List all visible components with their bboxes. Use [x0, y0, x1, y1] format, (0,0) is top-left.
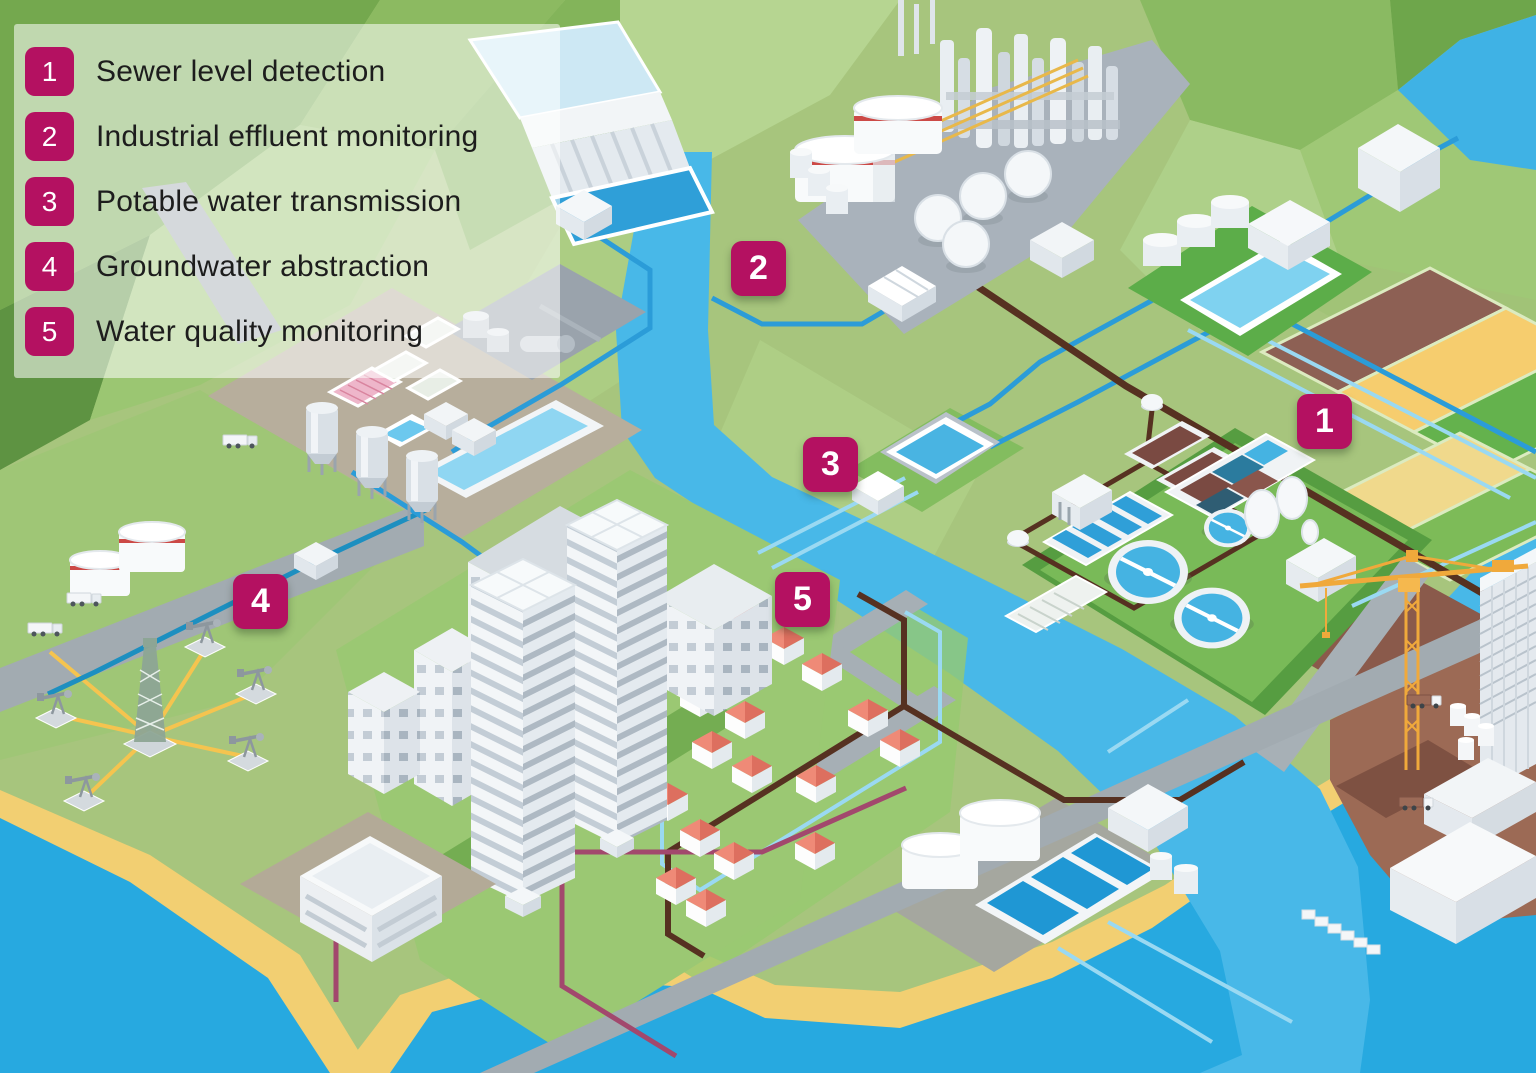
- legend-item-groundwater: 4 Groundwater abstraction: [14, 242, 560, 291]
- dump-truck: [1406, 694, 1442, 709]
- legend-label-1: Sewer level detection: [96, 54, 386, 88]
- skyscraper: [564, 498, 670, 845]
- manhole-dome: [1007, 530, 1029, 547]
- oil-tank: [118, 521, 186, 572]
- transmission-basin: [852, 412, 1000, 515]
- plant-building: [1248, 200, 1330, 270]
- tower-crane: [1299, 550, 1529, 770]
- pipe-junction-box: [294, 542, 338, 580]
- manhole-dome: [1141, 394, 1163, 411]
- legend-badge-1: 1: [25, 47, 74, 96]
- river: [616, 152, 1370, 1073]
- legend-label-2: Industrial effluent monitoring: [96, 119, 479, 153]
- transmission-sensor-station: [852, 471, 904, 515]
- raw-water-pipe: [46, 505, 432, 697]
- map-marker-2-industrial-effluent: 2: [731, 241, 786, 296]
- chemical-plant: [790, 0, 1190, 334]
- construction-site: [1299, 548, 1536, 955]
- legend-label-3: Potable water transmission: [96, 184, 462, 218]
- sea-bottom-left: [0, 818, 330, 1073]
- material-cylinders: [1450, 703, 1494, 760]
- oil-tank: [69, 550, 131, 596]
- chimney-stacks: [898, 0, 935, 56]
- drinking-water-plant: [1128, 195, 1372, 356]
- map-marker-1-sewer-level: 1: [1297, 394, 1352, 449]
- legend-item-industrial-effluent: 2 Industrial effluent monitoring: [14, 112, 560, 161]
- skyscraper: [468, 557, 578, 903]
- process-towers: [930, 28, 1120, 148]
- plant-outbuilding: [1030, 222, 1094, 278]
- clean-water-tanks: [1143, 195, 1249, 266]
- midrise-building: [348, 672, 420, 794]
- delivery-truck: [222, 434, 258, 449]
- map-marker-3-potable-water: 3: [803, 437, 858, 492]
- office-block-low: [656, 564, 772, 716]
- legend-badge-5: 5: [25, 307, 74, 356]
- pump-house: [1052, 474, 1112, 530]
- wastewater-treatment-plant: [1003, 394, 1356, 648]
- legend-item-water-quality: 5 Water quality monitoring: [14, 307, 560, 356]
- water-reservoir-cube: [1358, 124, 1440, 212]
- map-marker-5-water-quality: 5: [775, 572, 830, 627]
- building-under-construction: [1479, 548, 1536, 794]
- material-pallets: [1301, 909, 1381, 955]
- legend-badge-2: 2: [25, 112, 74, 161]
- map-marker-4-groundwater: 4: [233, 574, 288, 629]
- legend-item-sewer-level: 1 Sewer level detection: [14, 47, 560, 96]
- oil-field: [27, 521, 278, 813]
- desalination-plant: [901, 784, 1198, 944]
- spherical-tanks: [914, 150, 1052, 273]
- dump-truck: [1398, 796, 1434, 811]
- tanker-truck: [66, 592, 102, 607]
- tanker-truck: [27, 622, 63, 637]
- desal-building: [1108, 784, 1188, 852]
- storage-tank: [853, 95, 943, 154]
- legend-badge-4: 4: [25, 242, 74, 291]
- effluent-sensor-station: [868, 266, 936, 322]
- warehouse: [1390, 822, 1536, 944]
- legend-label-4: Groundwater abstraction: [96, 249, 430, 283]
- small-tanks: [790, 148, 848, 214]
- legend-item-potable-water: 3 Potable water transmission: [14, 177, 560, 226]
- legend-badge-3: 3: [25, 177, 74, 226]
- legend-panel: 1 Sewer level detection 2 Industrial eff…: [14, 24, 560, 378]
- water-tank: [959, 799, 1041, 861]
- city-buildings: [348, 498, 772, 917]
- drilling-derrick: [122, 638, 178, 758]
- legend-label-5: Water quality monitoring: [96, 314, 424, 348]
- mountain-lake: [1398, 15, 1536, 170]
- office-building: [240, 812, 496, 962]
- digester-eggs: [1244, 476, 1319, 545]
